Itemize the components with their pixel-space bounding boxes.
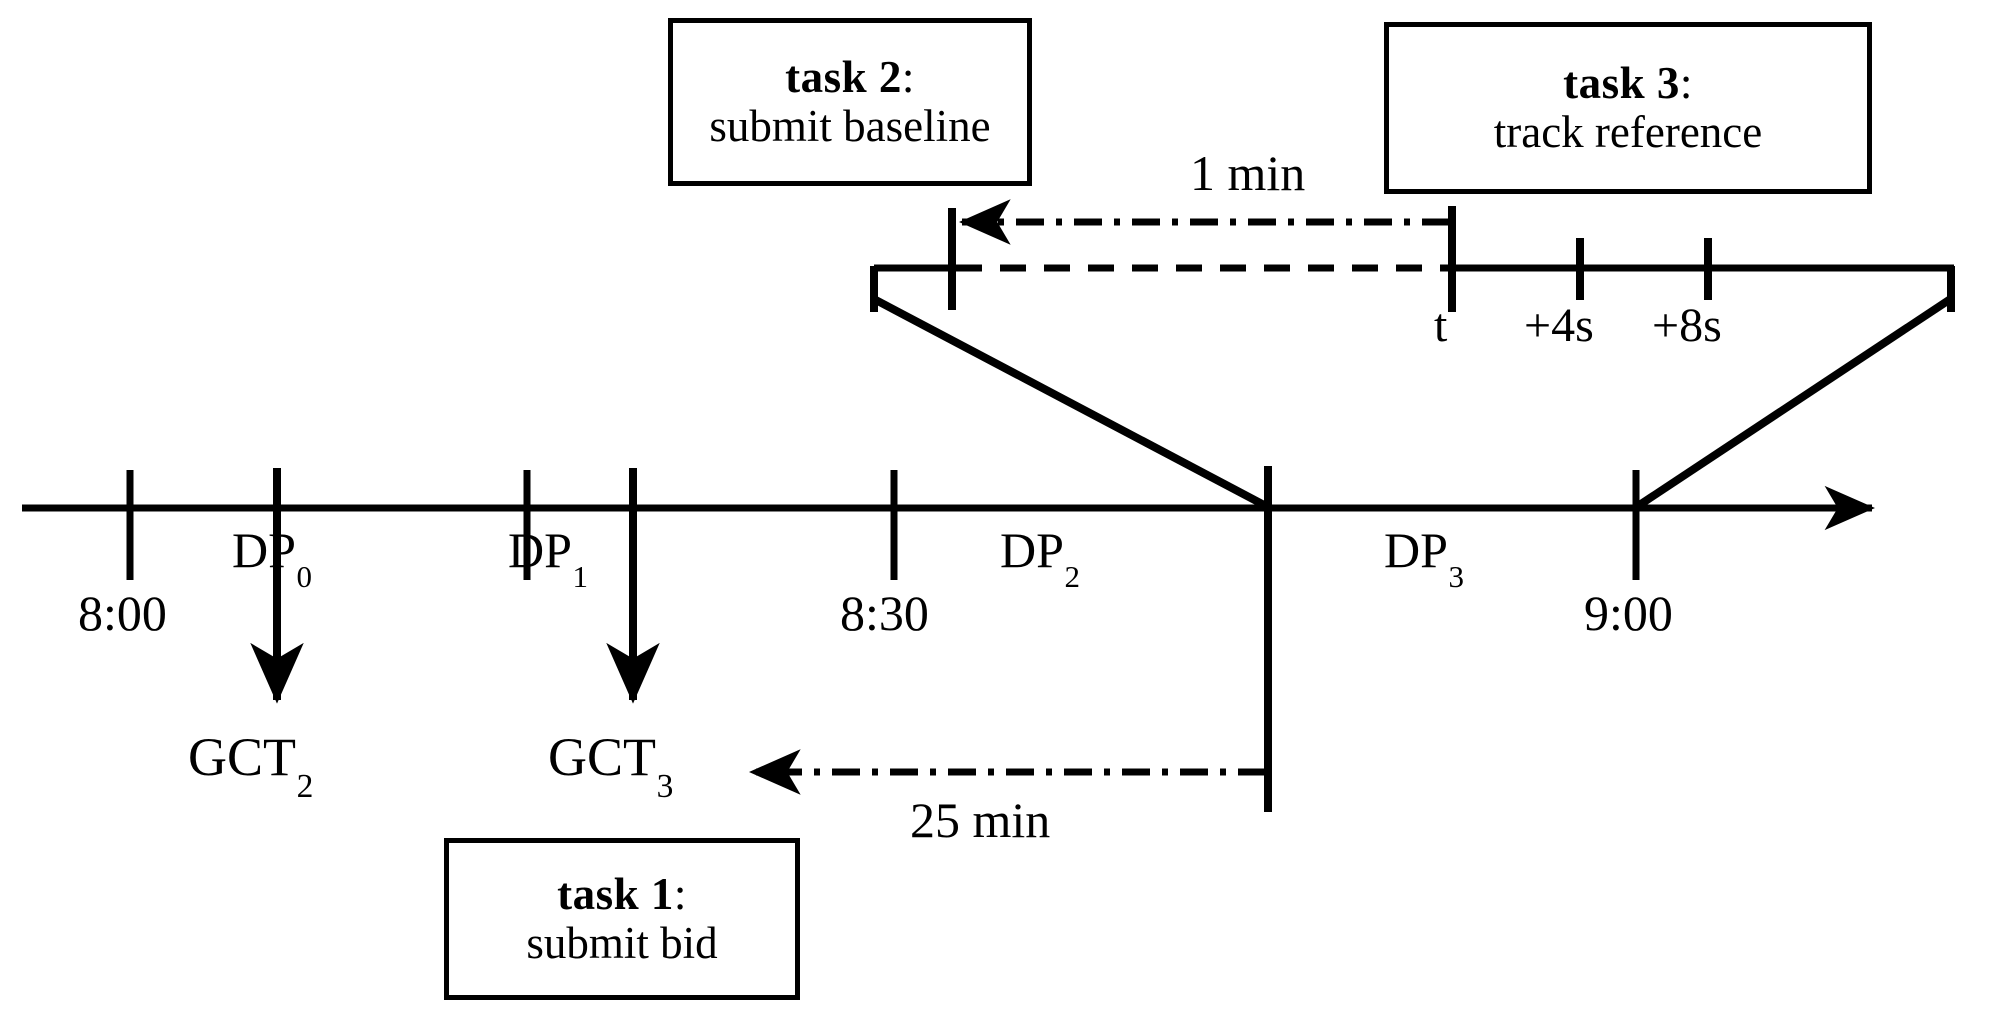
interval-label-dp1-base: DP [508, 522, 572, 578]
task-box-task3[interactable]: task 3: track reference [1384, 22, 1872, 194]
task2-title-suffix: : [901, 52, 915, 103]
duration-label-1-min: 1 min [1190, 145, 1306, 201]
interval-label-dp1-sub: 1 [572, 559, 589, 595]
task3-title-line: task 3: [1563, 59, 1693, 108]
task1-title-suffix: : [673, 869, 687, 920]
interval-label-dp2: DP2 [1000, 522, 1080, 592]
task3-title-suffix: : [1679, 58, 1693, 109]
interval-label-dp0-base: DP [232, 522, 296, 578]
detail-tick-label-t: t [1434, 299, 1448, 352]
gct-label-gct2-sub: 2 [296, 767, 314, 805]
duration-label-25-min: 25 min [910, 792, 1051, 848]
gct-label-gct3-sub: 3 [656, 767, 674, 805]
task1-title: task 1 [557, 869, 674, 920]
gct-label-gct2: GCT2 [188, 727, 313, 803]
detail-tick-label-plus8s: +8s [1652, 299, 1722, 352]
task2-title: task 2 [785, 52, 902, 103]
gct-label-gct3-base: GCT [548, 727, 656, 787]
task-box-task2[interactable]: task 2: submit baseline [668, 18, 1032, 186]
callout-line-left [870, 294, 1268, 510]
interval-label-dp3-base: DP [1384, 522, 1448, 578]
time-label-9-00: 9:00 [1584, 585, 1673, 641]
task1-title-line: task 1: [557, 870, 687, 919]
task-box-task1[interactable]: task 1: submit bid [444, 838, 800, 1000]
interval-label-dp3: DP3 [1384, 522, 1464, 592]
task2-title-line: task 2: [785, 53, 915, 102]
task3-subtitle: track reference [1493, 107, 1763, 157]
detail-timeline [870, 206, 1955, 312]
gct-label-gct3: GCT3 [548, 727, 673, 803]
detail-callout-lines [870, 294, 1955, 510]
interval-label-dp2-base: DP [1000, 522, 1064, 578]
task2-subtitle: submit baseline [709, 101, 991, 151]
interval-label-dp0-sub: 0 [296, 559, 313, 595]
callout-line-right [1635, 294, 1955, 510]
task3-title: task 3 [1563, 58, 1680, 109]
interval-label-dp0: DP0 [232, 522, 312, 592]
main-timeline-ticks [126, 470, 1640, 580]
detail-tick-label-plus4s: +4s [1524, 299, 1594, 352]
gct-label-gct2-base: GCT [188, 727, 296, 787]
interval-label-dp1: DP1 [508, 522, 588, 592]
interval-label-dp3-sub: 3 [1448, 559, 1465, 595]
time-label-8-00: 8:00 [78, 585, 167, 641]
gct-drop-lines [250, 468, 660, 704]
time-label-8-30: 8:30 [840, 585, 929, 641]
interval-label-dp2-sub: 2 [1064, 559, 1081, 595]
task1-subtitle: submit bid [526, 918, 718, 968]
